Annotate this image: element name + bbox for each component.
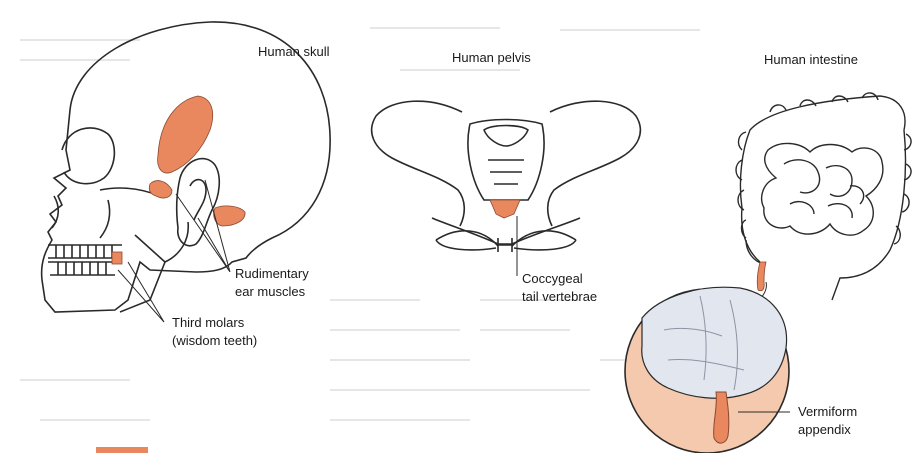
skull-title: Human skull xyxy=(258,44,330,60)
coccygeal-label-line-2: tail vertebrae xyxy=(522,289,597,305)
intestine-title: Human intestine xyxy=(764,52,858,68)
molars-label-line-2: (wisdom teeth) xyxy=(172,333,257,349)
coccyx-highlight xyxy=(490,200,520,218)
third-molar-highlight xyxy=(112,252,122,264)
pelvis-title: Human pelvis xyxy=(452,50,531,66)
pelvis-illustration xyxy=(372,101,641,252)
ear-muscles-label-line-1: Rudimentary xyxy=(235,266,309,282)
ear-muscles-label-line-2: ear muscles xyxy=(235,284,305,300)
ear-muscles-highlight xyxy=(149,96,245,226)
appendix-label-line-2: appendix xyxy=(798,422,851,438)
molars-label-line-1: Third molars xyxy=(172,315,244,331)
skull-leader-lines xyxy=(118,180,230,322)
appendix-zoom-circle xyxy=(625,287,789,453)
coccygeal-label-line-1: Coccygeal xyxy=(522,271,583,287)
appendix-label-line-1: Vermiform xyxy=(798,404,857,420)
page-orange-tab xyxy=(96,447,148,453)
bleed-through-texture xyxy=(20,28,700,420)
appendix-highlight xyxy=(757,262,766,291)
